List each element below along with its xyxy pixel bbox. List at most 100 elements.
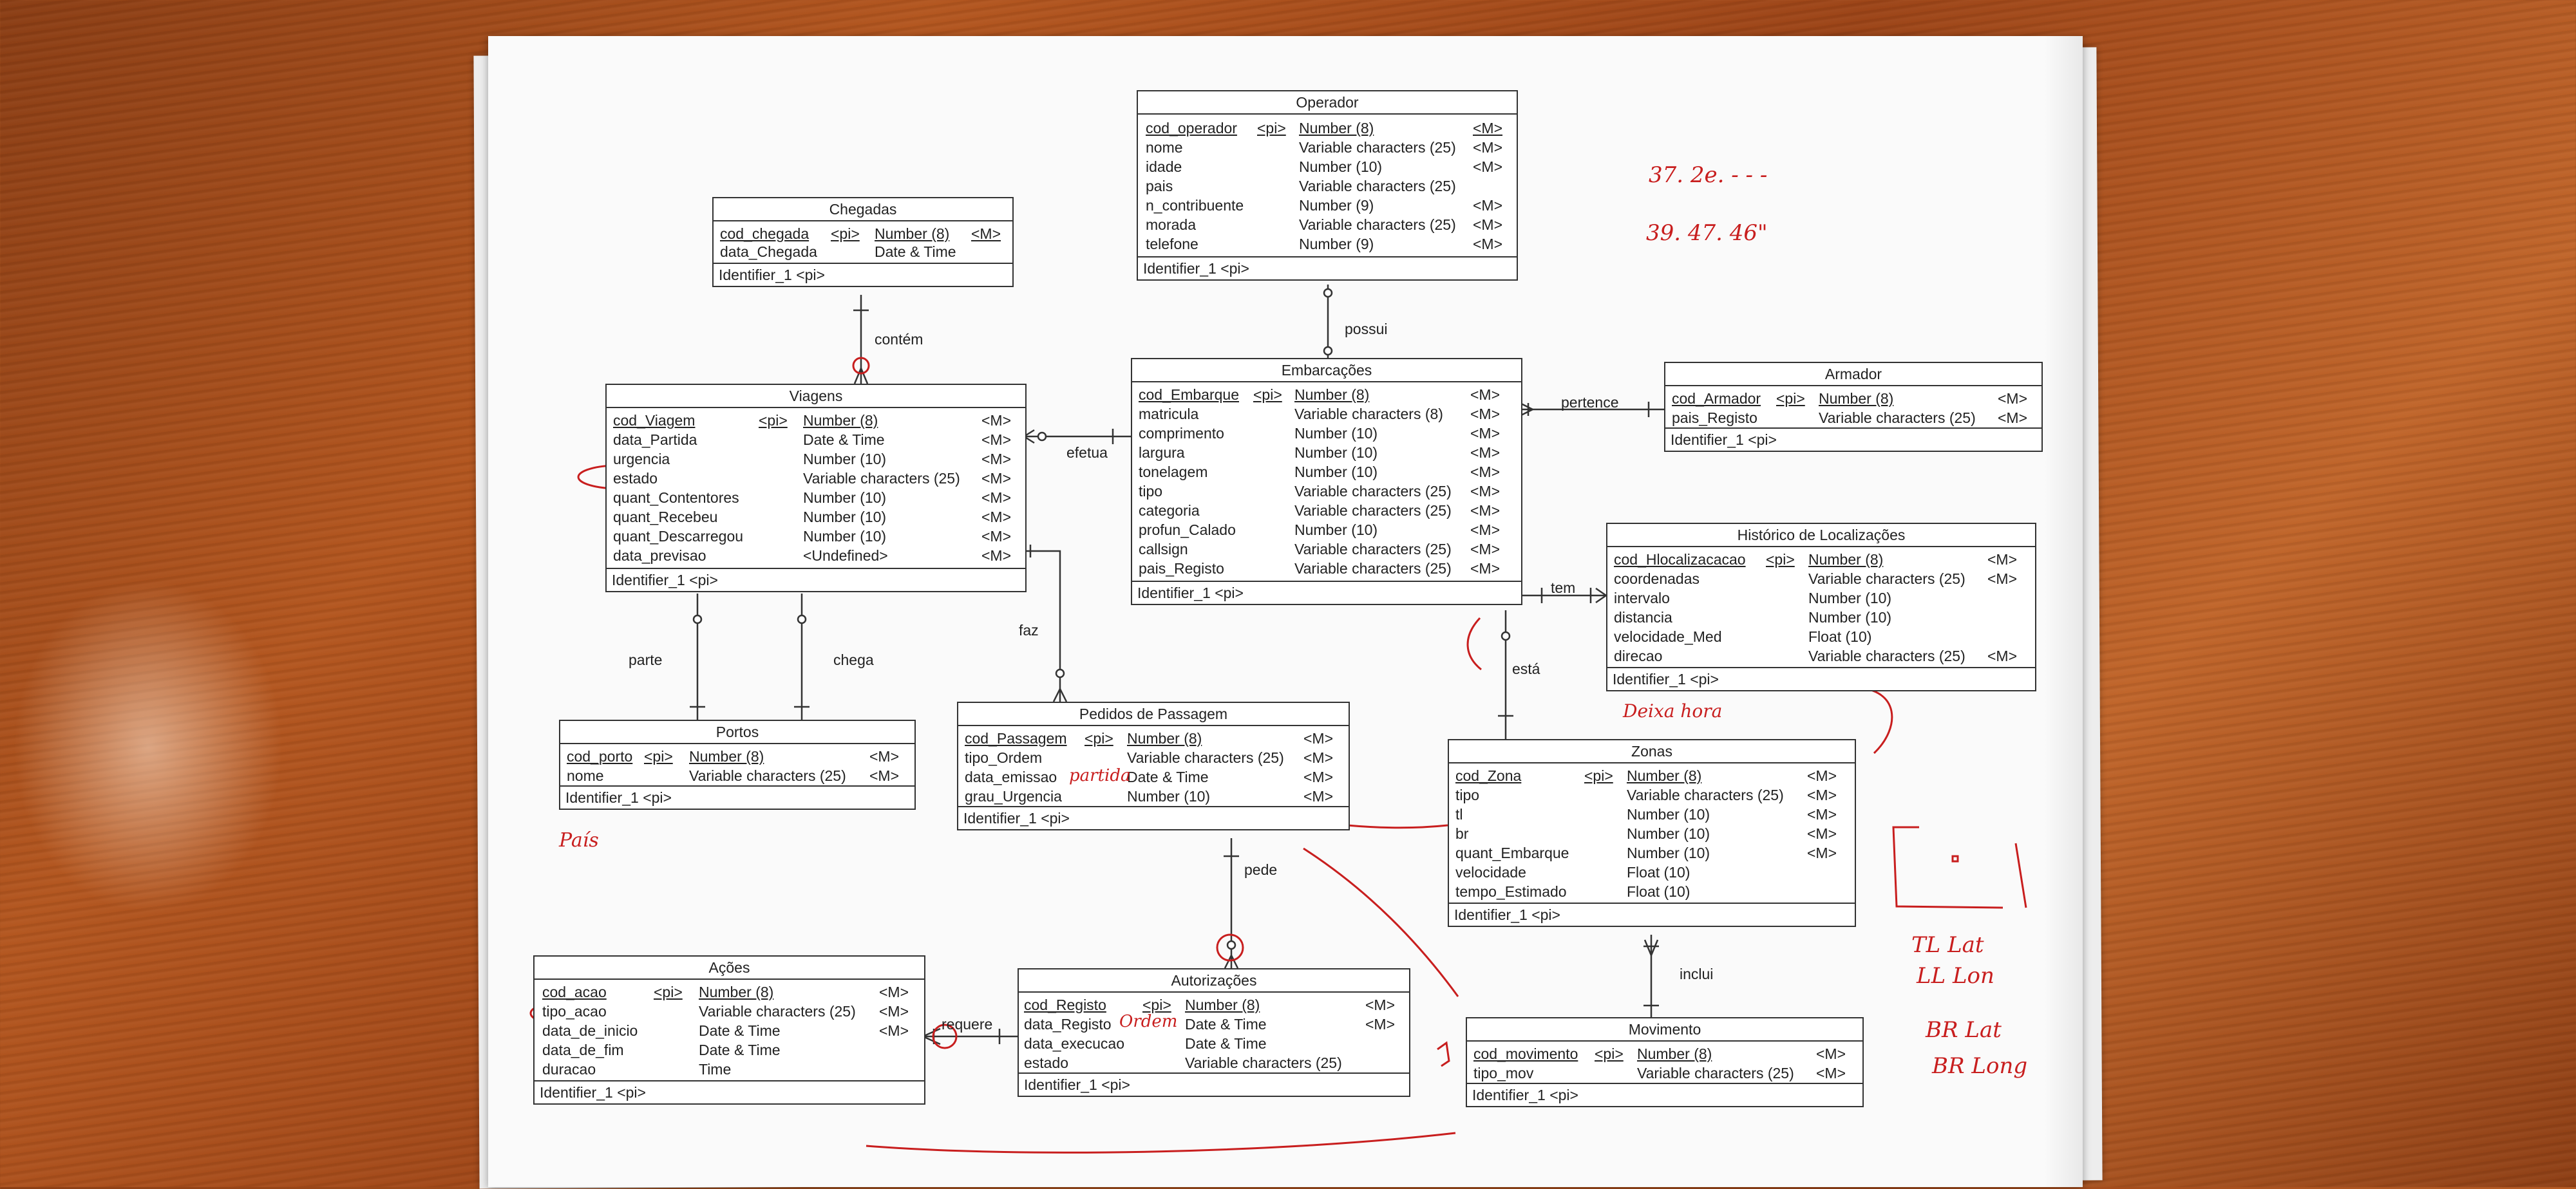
attr-mandatory: <M>	[1473, 197, 1503, 214]
attr-type: <Undefined>	[803, 547, 888, 564]
attr-type: Variable characters (8)	[1294, 406, 1443, 422]
entity-title: Autorizações	[1019, 969, 1409, 993]
entity-chegadas[interactable]: Chegadas cod_chegada <pi> Number (8) <M>…	[712, 197, 1014, 287]
attr-pi: <pi>	[759, 412, 788, 429]
attr-pi: <pi>	[654, 984, 683, 1000]
attr-name: matricula	[1139, 406, 1199, 422]
attr-name: tipo	[1139, 483, 1163, 500]
note-partida: partida	[1069, 766, 1131, 785]
attr-mandatory: <M>	[869, 767, 900, 784]
attr-type: Time	[699, 1061, 732, 1078]
attr-name: br	[1455, 825, 1469, 842]
attr-name: cod_Viagem	[613, 412, 696, 429]
attr-mandatory: <M>	[1473, 236, 1503, 252]
attr-mandatory: <M>	[1807, 787, 1837, 803]
attr-name: quant_Embarque	[1455, 845, 1569, 861]
attr-type: Number (10)	[1808, 609, 1892, 626]
entity-viagens[interactable]: Viagens cod_Viagem <pi> Number (8) <M> d…	[605, 384, 1027, 592]
attr-mandatory: <M>	[1470, 425, 1501, 442]
attr-mandatory: <M>	[1807, 845, 1837, 861]
attr-mandatory: <M>	[981, 489, 1012, 506]
attr-name: callsign	[1139, 541, 1188, 557]
attr-name: data_emissao	[965, 769, 1057, 785]
entity-title: Portos	[560, 721, 914, 744]
entity-identifier: Identifier_1 <pi>	[607, 568, 1025, 591]
note-br-long: BR Long	[1932, 1053, 2028, 1079]
attr-name: n_contribuente	[1146, 197, 1244, 214]
attr-name: morada	[1146, 216, 1196, 233]
attr-name: cod_Registo	[1024, 997, 1106, 1013]
attribute-list: cod_movimento <pi> Number (8) <M> tipo_m…	[1467, 1042, 1862, 1083]
entity-autorizacoes[interactable]: Autorizações cod_Registo <pi> Number (8)…	[1018, 968, 1410, 1097]
attr-type: Float (10)	[1627, 883, 1690, 900]
entity-pedidos[interactable]: Pedidos de Passagem cod_Passagem <pi> Nu…	[957, 702, 1350, 830]
light-glare	[13, 579, 283, 914]
attr-mandatory: <M>	[1807, 825, 1837, 842]
attr-type: Date & Time	[1185, 1035, 1267, 1052]
note-br-lat: BR Lat	[1926, 1017, 2002, 1043]
entity-armador[interactable]: Armador cod_Armador <pi> Number (8) <M> …	[1664, 362, 2043, 452]
entity-portos[interactable]: Portos cod_porto <pi> Number (8) <M> nom…	[559, 720, 916, 810]
attr-name: tipo_mov	[1473, 1065, 1534, 1081]
attr-type: Variable characters (25)	[1294, 560, 1452, 577]
entity-historico[interactable]: Histórico de Localizações cod_Hlocalizac…	[1606, 523, 2036, 691]
attr-mandatory: <M>	[1303, 788, 1334, 805]
attr-name: pais	[1146, 178, 1173, 194]
entity-title: Histórico de Localizações	[1607, 524, 2035, 547]
attr-mandatory: <M>	[1470, 406, 1501, 422]
attr-type: Variable characters (25)	[1299, 216, 1456, 233]
attr-mandatory: <M>	[1998, 390, 2028, 407]
relation-label-esta: está	[1512, 660, 1540, 677]
attr-type: Number (9)	[1299, 197, 1374, 214]
attr-name: quant_Recebeu	[613, 509, 718, 525]
attr-type: Variable characters (25)	[1294, 483, 1452, 500]
attr-mandatory: <M>	[879, 984, 909, 1000]
attr-name: data_Chegada	[720, 243, 817, 260]
attr-name: distancia	[1614, 609, 1672, 626]
attr-type: Variable characters (25)	[1819, 409, 1976, 426]
attr-pi: <pi>	[1084, 730, 1113, 747]
entity-acoes[interactable]: Ações cod_acao <pi> Number (8) <M> tipo_…	[533, 955, 925, 1105]
relation-label-pede: pede	[1244, 861, 1278, 878]
attr-name: cod_acao	[542, 984, 607, 1000]
attr-type: Number (10)	[803, 451, 887, 467]
attr-type: Variable characters (25)	[1637, 1065, 1794, 1081]
entity-identifier: Identifier_1 <pi>	[958, 806, 1349, 829]
note-tl-lat: TL Lat	[1911, 932, 1984, 958]
attr-type: Float (10)	[1808, 628, 1872, 645]
attr-mandatory: <M>	[1470, 541, 1501, 557]
relation-label-parte: parte	[629, 651, 663, 668]
attribute-list: cod_Armador <pi> Number (8) <M> pais_Reg…	[1665, 386, 2041, 427]
attr-name: direcao	[1614, 648, 1663, 664]
attr-type: Number (10)	[1127, 788, 1211, 805]
relation-label-requere: requere	[942, 1016, 993, 1033]
entity-operador[interactable]: Operador cod_operador <pi> Number (8) <M…	[1137, 90, 1518, 281]
attr-name: comprimento	[1139, 425, 1224, 442]
entity-movimento[interactable]: Movimento cod_movimento <pi> Number (8) …	[1466, 1017, 1864, 1107]
entity-embarcacoes[interactable]: Embarcações cod_Embarque <pi> Number (8)…	[1131, 358, 1522, 605]
attribute-list: cod_Passagem <pi> Number (8) <M> tipo_Or…	[958, 726, 1349, 806]
attr-type: Variable characters (25)	[1127, 749, 1284, 766]
attr-mandatory: <M>	[1807, 806, 1837, 823]
entity-zonas[interactable]: Zonas cod_Zona <pi> Number (8) <M> tipo …	[1448, 739, 1856, 927]
attr-mandatory: <M>	[981, 431, 1012, 448]
attr-name: cod_Hlocalizacacao	[1614, 551, 1746, 568]
attribute-list: cod_Embarque <pi> Number (8) <M> matricu…	[1132, 382, 1521, 581]
entity-identifier: Identifier_1 <pi>	[1138, 256, 1517, 279]
attr-type: Number (10)	[1808, 590, 1892, 606]
attr-mandatory: <M>	[1470, 463, 1501, 480]
relation-label-chega: chega	[833, 651, 874, 668]
attr-name: intervalo	[1614, 590, 1670, 606]
attr-type: Number (10)	[803, 489, 887, 506]
attr-type: Number (10)	[1294, 444, 1378, 461]
attr-type: Number (8)	[1808, 551, 1884, 568]
attr-type: Variable characters (25)	[699, 1003, 856, 1020]
attr-type: Variable characters (25)	[1299, 139, 1456, 156]
attr-name: cod_porto	[567, 748, 633, 765]
attr-mandatory: <M>	[981, 470, 1012, 487]
attr-type: Variable characters (25)	[1808, 648, 1965, 664]
attr-name: tempo_Estimado	[1455, 883, 1567, 900]
attr-type: Date & Time	[699, 1022, 781, 1039]
entity-title: Viagens	[607, 385, 1025, 408]
attr-type: Number (8)	[1637, 1045, 1712, 1062]
